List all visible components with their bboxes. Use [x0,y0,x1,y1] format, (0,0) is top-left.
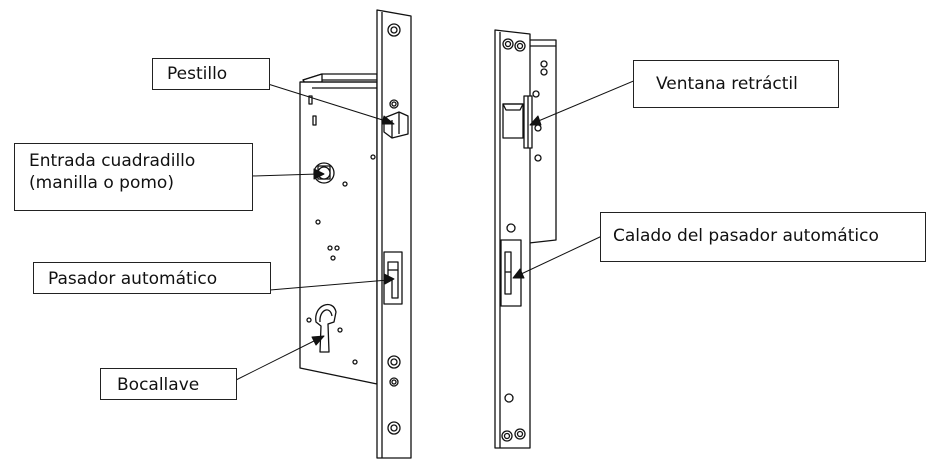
label-bocallave-text: Bocallave [117,375,200,395]
mortise-lock-left [299,9,412,459]
auxiliary-latch-cutout [500,239,522,307]
retractable-window [502,90,542,162]
label-entrada-line2: (manilla o pomo) [29,173,174,193]
label-pasador-automatico: Pasador automático [33,262,271,294]
label-ventana-text: Ventana retráctil [656,74,798,94]
label-calado-pasador: Calado del pasador automático [600,212,926,262]
label-calado-text: Calado del pasador automático [613,226,879,246]
label-bocallave: Bocallave [100,368,237,400]
leader-lines [235,79,637,381]
label-entrada-cuadradillo: Entrada cuadradillo (manilla o pomo) [14,143,253,211]
strike-plate-right [494,29,557,449]
label-pestillo-text: Pestillo [167,64,228,84]
lock-body-side [299,81,378,385]
label-pasador-text: Pasador automático [48,269,218,289]
label-entrada-line1: Entrada cuadradillo [29,151,196,171]
latch-bolt [383,111,409,139]
label-ventana-retractil: Ventana retráctil [633,60,839,108]
label-pestillo: Pestillo [152,58,270,90]
